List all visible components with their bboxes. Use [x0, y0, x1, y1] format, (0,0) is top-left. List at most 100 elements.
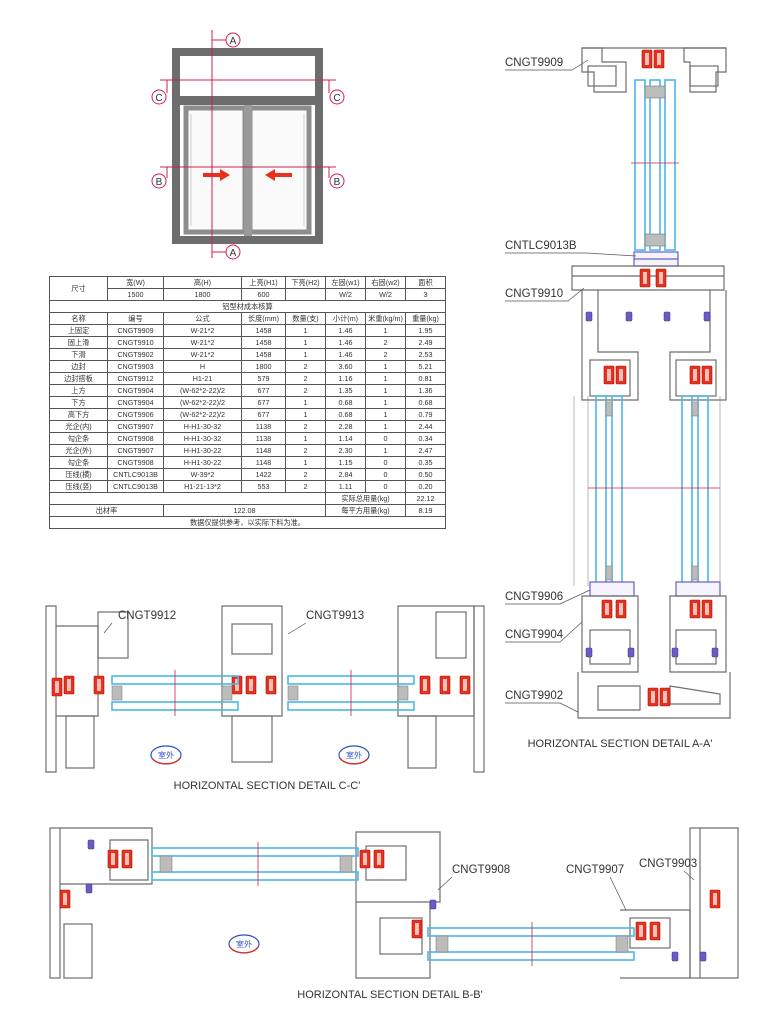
rate-value: 122.08 [163, 504, 326, 517]
dim-header-area: 面积 [405, 276, 446, 289]
table-cell: 2 [285, 372, 326, 385]
caption-detail-b: HORIZONTAL SECTION DETAIL B-B' [297, 989, 482, 1001]
table-cell: 579 [241, 372, 286, 385]
section-marker-b-left: B [151, 173, 167, 189]
table-cell: 1 [365, 396, 406, 409]
table-cell: 3.60 [325, 360, 366, 373]
table-cell: CNGT9902 [107, 348, 164, 361]
table-cell: 5.21 [405, 360, 446, 373]
table-cell: 2 [285, 444, 326, 457]
label-cngt9909: CNGT9909 [505, 57, 563, 69]
table-cell: 2.49 [405, 336, 446, 349]
table-cell: CNGT9910 [107, 336, 164, 349]
dim-value: 600 [241, 288, 286, 301]
outdoor-badge-left: 室外 [150, 745, 182, 765]
table-cell: 1 [285, 324, 326, 337]
svg-text:室外: 室外 [236, 939, 252, 949]
dim-value: 1800 [163, 288, 242, 301]
table-cell: 0.35 [405, 456, 446, 469]
dim-header-height: 高(H) [163, 276, 242, 289]
table-cell: 1138 [241, 420, 286, 433]
rate-label: 出材率 [49, 504, 164, 517]
svg-text:室外: 室外 [158, 750, 174, 760]
column-header: 编号 [107, 312, 164, 325]
table-cell: 1 [365, 360, 406, 373]
table-cell: 压线(横) [49, 468, 108, 481]
table-cell: 1458 [241, 324, 286, 337]
table-cell: 1.35 [325, 384, 366, 397]
table-cell: 1 [365, 384, 406, 397]
table-cell: 2 [285, 384, 326, 397]
outdoor-badge-b: 室外 [228, 934, 260, 954]
table-cell: 1 [285, 348, 326, 361]
table-cell: 2.84 [325, 468, 366, 481]
table-cell: 1.36 [405, 384, 446, 397]
table-cell: 1138 [241, 432, 286, 445]
table-cell: 0.79 [405, 408, 446, 421]
table-cell: 677 [241, 396, 286, 409]
table-cell: 1.16 [325, 372, 366, 385]
column-header: 数量(支) [285, 312, 326, 325]
table-cell: 1458 [241, 348, 286, 361]
section-marker-a-bottom: A [225, 244, 241, 260]
table-cell: 1 [285, 456, 326, 469]
dim-value: 3 [405, 288, 446, 301]
size-label: 尺寸 [49, 276, 108, 301]
slide-arrow-left-icon [265, 169, 292, 181]
table-cell: 0.68 [325, 408, 366, 421]
svg-text:室外: 室外 [346, 750, 362, 760]
svg-text:A: A [230, 248, 237, 259]
table-cell: 下方 [49, 396, 108, 409]
table-cell: H-H1-30-22 [163, 456, 242, 469]
table-note: 数据仅提供参考，以实际下料为准。 [49, 516, 446, 529]
table-cell: H-H1-30-32 [163, 432, 242, 445]
dim-value: W/2 [325, 288, 366, 301]
label-cngt9908: CNGT9908 [452, 864, 510, 876]
table-cell: 2 [285, 468, 326, 481]
table-cell: H-H1-30-32 [163, 420, 242, 433]
table-cell: 1.95 [405, 324, 446, 337]
table-cell: 1 [285, 396, 326, 409]
table-cell: 1.46 [325, 324, 366, 337]
svg-text:C: C [333, 93, 340, 104]
table-cell: 1 [365, 372, 406, 385]
per-sqm-label: 每平方用量(kg) [325, 504, 406, 517]
table-cell: 1.46 [325, 348, 366, 361]
column-header: 重量(kg) [405, 312, 446, 325]
outdoor-badge-right: 室外 [338, 745, 370, 765]
summary-row-total: 实际总用量(kg)22.12 [49, 492, 446, 505]
table-cell: W-39*2 [163, 468, 242, 481]
table-cell: 光企(外) [49, 444, 108, 457]
label-cngt9910: CNGT9910 [505, 288, 563, 300]
table-cell: CNGT9904 [107, 384, 164, 397]
table-cell: H [163, 360, 242, 373]
table-cell: 1 [365, 444, 406, 457]
label-cngt9907: CNGT9907 [566, 864, 624, 876]
section-detail-b: CNGT9908 CNGT9907 CNGT9903 室外 HORIZONTAL… [49, 827, 739, 1001]
column-header: 米重(kg/m) [365, 312, 406, 325]
window-elevation: A A C C B B [151, 30, 345, 260]
table-cell: CNGT9907 [107, 420, 164, 433]
total-label: 实际总用量(kg) [325, 492, 406, 505]
table-cell: 0 [365, 432, 406, 445]
table-cell: H1-21-13*2 [163, 480, 242, 493]
per-sqm-value: 8.19 [405, 504, 446, 517]
table-cell: 553 [241, 480, 286, 493]
table-cell: 高下方 [49, 408, 108, 421]
table-cell: 1148 [241, 444, 286, 457]
table-cell: 上固定 [49, 324, 108, 337]
table-cell: W-21*2 [163, 336, 242, 349]
section-marker-a-top: A [225, 32, 241, 48]
table-cell: 1458 [241, 336, 286, 349]
section-marker-b-right: B [329, 173, 345, 189]
dim-header-row: 尺寸宽(W)高(H)上亮(H1)下亮(H2)左固(w1)右固(w2)面积 [49, 276, 446, 301]
